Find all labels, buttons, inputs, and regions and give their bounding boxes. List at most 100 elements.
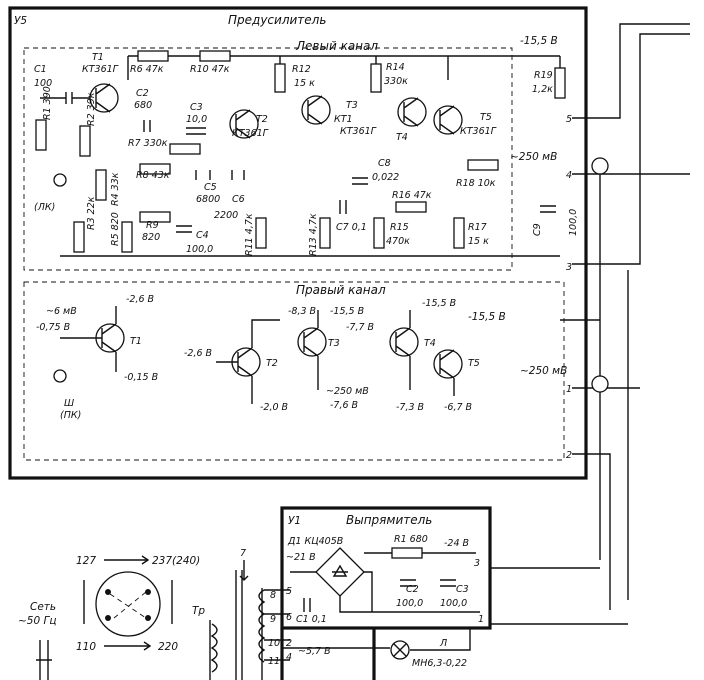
dc-out-label: -24 В <box>444 538 469 549</box>
r12-value: 15 к <box>294 78 315 89</box>
r19-value: 1,2к <box>532 84 553 95</box>
input-jack-left <box>53 173 67 187</box>
right-transistor-t5 <box>433 349 463 379</box>
t1-type: КТ361Г <box>82 64 119 75</box>
rect-pin-2: 2 <box>286 638 292 649</box>
r14-value: 330к <box>384 76 408 87</box>
pin-3: 3 <box>566 262 572 273</box>
pin-2: 2 <box>566 450 572 461</box>
r14-label: R14 <box>386 62 405 73</box>
right-t1-label: T1 <box>130 336 142 347</box>
lamp-voltage: ~5,7 В <box>298 646 331 657</box>
tap-110: 110 <box>76 641 96 653</box>
right-t1-collector-v: -2,6 В <box>126 294 154 305</box>
preamp-unit-tag: У5 <box>14 15 27 27</box>
resistor-r4 <box>95 169 107 201</box>
right-transistor-t3 <box>297 327 327 357</box>
right-output-label: ~250 мВ <box>520 365 567 377</box>
preamp-title: Предусилитель <box>228 13 326 27</box>
rectifier-r1 <box>391 547 423 559</box>
c1-value: 100 <box>34 78 52 89</box>
c2-value: 680 <box>134 100 152 111</box>
t2-label: T2 <box>256 114 268 125</box>
rect-c3-label: C3 <box>456 584 469 595</box>
c2-label: C2 <box>136 88 149 99</box>
r16-label: R16 47к <box>392 190 432 201</box>
right-t2-label: T2 <box>266 358 278 369</box>
right-t4-emitter-v: -7,3 В <box>396 402 424 413</box>
lk-label: (ЛК) <box>34 202 55 213</box>
resistor-r12 <box>274 63 286 93</box>
right-t2-collector-v: -8,3 В <box>288 306 316 317</box>
r9-value: 820 <box>142 232 160 243</box>
left-channel-title: Левый канал <box>295 39 378 53</box>
resistor-r19 <box>554 67 566 99</box>
resistor-r13 <box>319 217 331 249</box>
resistor-r3 <box>73 221 85 253</box>
winding-pin-9: 9 <box>270 614 276 625</box>
mains-label: Сеть <box>30 601 56 613</box>
c8-value: 0,022 <box>372 172 399 183</box>
c6-value: 2200 <box>214 210 238 221</box>
rectifier-title: Выпрямитель <box>346 513 432 527</box>
winding-pin-10: 10 <box>268 638 280 649</box>
right-t5-emitter-v: -6,7 В <box>444 402 472 413</box>
winding-pin-11: 11 <box>268 656 280 667</box>
c4-value: 100,0 <box>186 244 213 255</box>
c8-label: C8 <box>378 158 391 169</box>
transistor-t3 <box>301 95 331 125</box>
r15-value: 470к <box>386 236 410 247</box>
right-supply-label: -15,5 В <box>468 311 506 323</box>
resistor-r5 <box>121 221 133 253</box>
right-t3-emitter-v: -7,6 В <box>330 400 358 411</box>
r3-label: R3 22к <box>86 196 97 230</box>
resistor-r11 <box>255 217 267 249</box>
tap-220: 220 <box>158 641 178 653</box>
resistor-r18 <box>467 159 499 171</box>
c3-label: C3 <box>190 102 203 113</box>
right-t4-collector-v: -15,5 В <box>422 298 456 309</box>
right-t5-label: T5 <box>468 358 480 369</box>
t3-label: T3 <box>346 100 358 111</box>
resistor-r17 <box>453 217 465 249</box>
transistor-t2 <box>229 109 259 139</box>
right-t4-label: T4 <box>424 338 436 349</box>
right-transistor-t4 <box>389 327 419 357</box>
input-jack-right <box>53 369 67 383</box>
c6-label: C6 <box>232 194 245 205</box>
r18-label: R18 10к <box>456 178 496 189</box>
resistor-r10 <box>199 50 231 62</box>
lamp-label: Л <box>439 638 447 649</box>
right-t1-base-v: -0,75 В <box>36 322 70 333</box>
r10-label: R10 47к <box>190 64 230 75</box>
right-channel-frame <box>23 281 565 461</box>
r15-label: R15 <box>390 222 409 233</box>
t3-type: КТ1 <box>334 114 353 125</box>
r8-label: R8 43к <box>136 170 170 181</box>
right-t3-label: T3 <box>328 338 340 349</box>
rect-pin-1: 1 <box>478 614 484 625</box>
right-channel-title: Правый канал <box>296 283 386 297</box>
resistor-r14 <box>370 63 382 93</box>
left-channel-frame <box>23 47 513 271</box>
r1-label: R1 390 <box>42 86 53 120</box>
right-t1-emitter-v: -0,15 В <box>124 372 158 383</box>
t2-type: КТ361Г <box>232 128 269 139</box>
voltage-selector[interactable] <box>95 571 161 637</box>
transistor-t5 <box>433 105 463 135</box>
c3-value: 10,0 <box>186 114 207 125</box>
r13-label: R13 4,7к <box>308 213 319 256</box>
rect-pin-6: 6 <box>286 612 292 623</box>
r6-label: R6 47к <box>130 64 164 75</box>
rect-c1-label: C1 0,1 <box>296 614 327 625</box>
c5-label: C5 <box>204 182 217 193</box>
r2-label: R2 39к <box>86 92 97 126</box>
r11-label: R11 4,7к <box>244 213 255 256</box>
right-input-level: ~6 мВ <box>46 306 77 317</box>
r1-rect-label: R1 680 <box>394 534 428 545</box>
transistor-t1 <box>89 83 119 113</box>
r12-label: R12 <box>292 64 311 75</box>
right-t3-collector-v: -15,5 В <box>330 306 364 317</box>
ac-voltage: ~21 В <box>286 552 316 563</box>
